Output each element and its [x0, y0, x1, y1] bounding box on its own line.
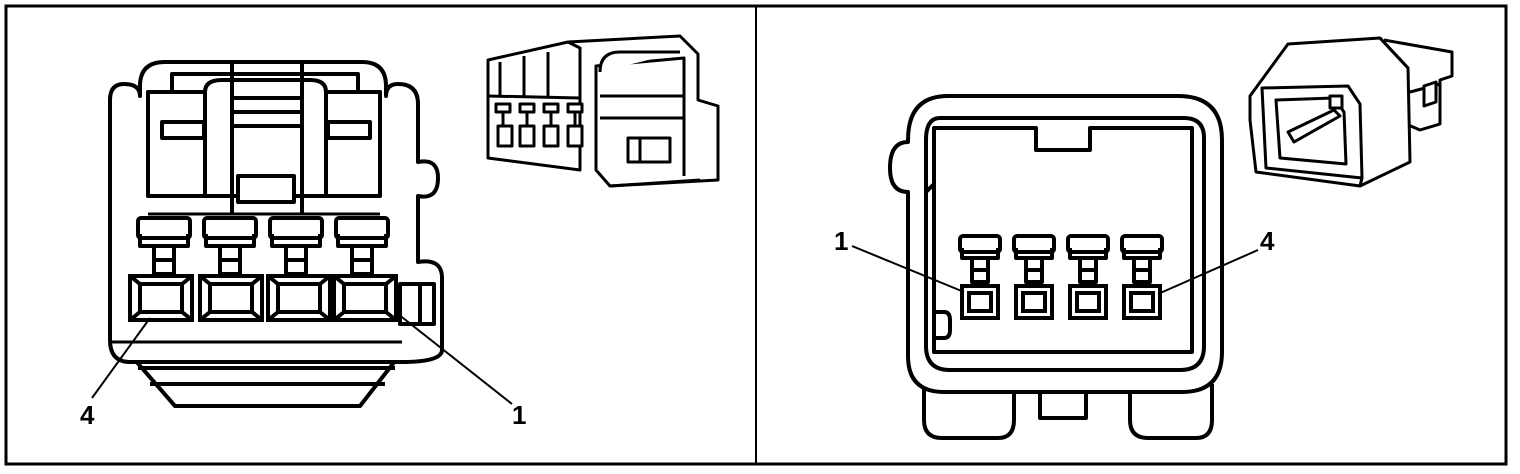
right-cavity-1 — [960, 284, 1000, 320]
right-connector-end-view — [888, 94, 1224, 440]
left-connector-bottom-flange — [126, 350, 404, 408]
right-connector-3d-view — [1248, 36, 1454, 188]
left-leader-pin-4 — [91, 317, 151, 399]
left-pin-label-1: 1 — [512, 400, 526, 430]
left-cavity-2 — [266, 274, 332, 322]
right-cavity-2 — [1014, 284, 1054, 320]
right-cavity-3 — [1068, 284, 1108, 320]
right-cavity-4 — [1122, 284, 1162, 320]
left-connector-3d-view — [486, 34, 720, 188]
right-connector-foot-left — [922, 384, 1016, 440]
left-cavity-3 — [198, 274, 264, 322]
right-pin-label-4: 4 — [1260, 226, 1275, 256]
right-leader-pin-1 — [851, 245, 965, 293]
left-cavity-4 — [128, 274, 194, 322]
right-leader-pin-4 — [1157, 249, 1259, 295]
left-pin-label-4: 4 — [80, 400, 95, 430]
left-cavity-1 — [332, 274, 398, 322]
left-leader-pin-1 — [397, 313, 513, 405]
right-connector-foot-right — [1128, 384, 1214, 440]
left-connector-lock-tab — [203, 78, 328, 198]
right-pin-label-1: 1 — [834, 226, 848, 256]
